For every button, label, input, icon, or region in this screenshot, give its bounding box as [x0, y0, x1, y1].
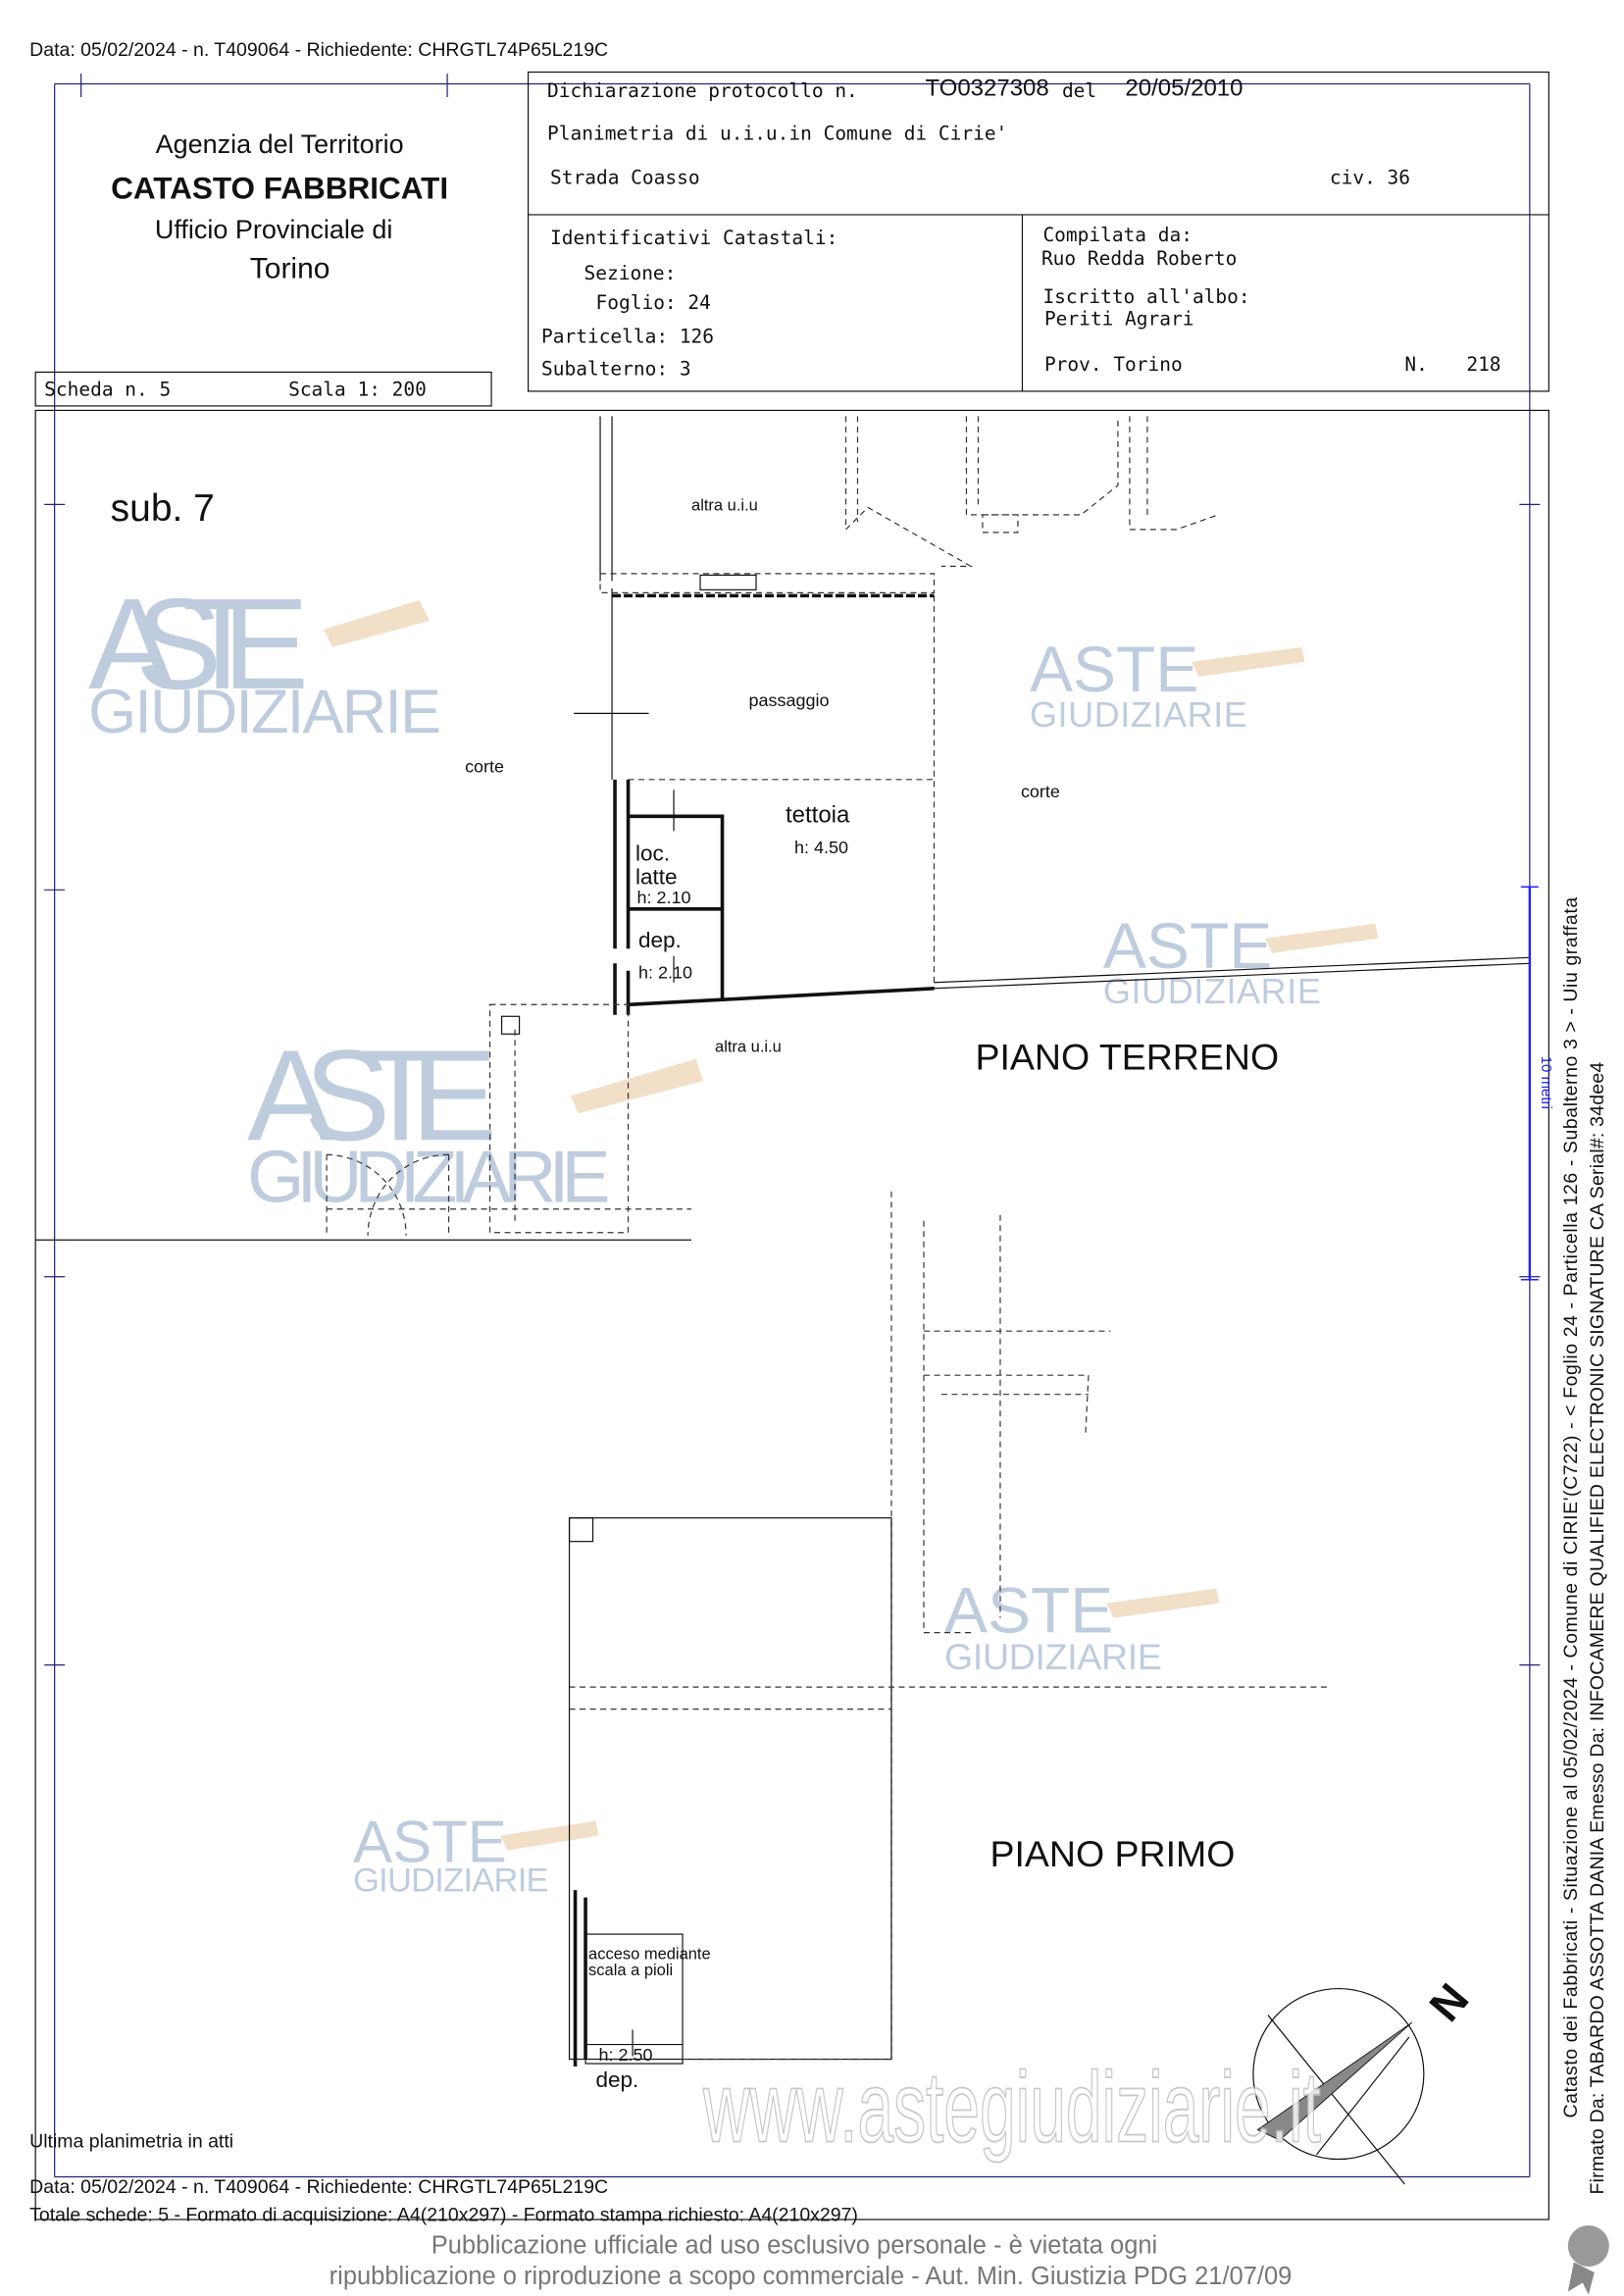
sezione: Sezione:: [584, 262, 677, 284]
foglio: Foglio: 24: [596, 291, 711, 314]
label-dep-ground: dep.: [638, 928, 682, 952]
footer-ultima: Ultima planimetria in atti: [29, 2131, 233, 2153]
svg-text:GIUDIZIARIE: GIUDIZIARIE: [1103, 971, 1321, 1011]
url-watermark: www.astegiudiziarie.it: [702, 2052, 1321, 2164]
catasto-title: CATASTO FABBRICATI: [111, 170, 448, 205]
n-value: 218: [1466, 353, 1500, 376]
svg-text:GIUDIZIARIE: GIUDIZIARIE: [353, 1862, 548, 1900]
n-label: N.: [1404, 353, 1427, 376]
publication-notice-2: ripubblicazione o riproduzione a scopo c…: [330, 2263, 1293, 2290]
label-loc: loc.: [635, 841, 670, 865]
scheda-number: Scheda n. 5: [44, 378, 171, 400]
albo: Periti Agrari: [1044, 307, 1194, 330]
drawing-frame: [34, 409, 1549, 2220]
scala: Scala 1: 200: [288, 378, 427, 400]
street: Strada Coasso: [550, 166, 700, 188]
protocollo-date: 20/05/2010: [1125, 75, 1243, 101]
north-label: N: [1420, 1974, 1479, 2031]
scheda-box: [34, 371, 492, 407]
seal-icon: [1567, 2225, 1609, 2295]
del-label: del: [1062, 79, 1096, 102]
compilata-name: Ruo Redda Roberto: [1041, 247, 1237, 270]
top-request-line: Data: 05/02/2024 - n. T409064 - Richiede…: [29, 39, 608, 61]
label-dep-ground-height: h: 2.10: [638, 962, 692, 982]
label-latte: latte: [635, 864, 678, 889]
label-tettoia: tettoia: [786, 801, 850, 828]
svg-text:ASTE: ASTE: [1030, 633, 1198, 705]
label-corte-left: corte: [465, 756, 504, 776]
civic-number: civ. 36: [1330, 166, 1410, 188]
label-corte-right: corte: [1021, 782, 1060, 801]
svg-text:GIUDIZIARIE: GIUDIZIARIE: [1030, 694, 1247, 735]
svg-text:ASTE: ASTE: [247, 1023, 497, 1167]
province: Prov. Torino: [1044, 353, 1183, 376]
svg-text:GIUDIZIARIE: GIUDIZIARIE: [944, 1636, 1162, 1677]
label-accesso-2: scala a pioli: [588, 1962, 673, 1979]
agency-name: Agenzia del Territorio: [156, 129, 404, 159]
svg-text:GIUDIZIARIE: GIUDIZIARIE: [88, 678, 441, 746]
compilata-label: Compilata da:: [1042, 224, 1193, 246]
label-altra-uiu-mid: altra u.i.u: [715, 1038, 782, 1055]
sub-label: sub. 7: [111, 487, 215, 530]
side-text-firma: Firmato Da: TABARDO ASSOTTA DANIA Emesso…: [1587, 1062, 1608, 2195]
label-latte-height: h: 2.10: [637, 888, 691, 907]
svg-text:GIUDIZIARIE: GIUDIZIARIE: [247, 1135, 610, 1217]
office-city: Torino: [250, 252, 330, 284]
header-box: [527, 71, 1549, 392]
scale-bar: 10 metri: [1520, 886, 1554, 1281]
particella: Particella: 126: [541, 325, 714, 347]
svg-text:ASTE: ASTE: [944, 1574, 1113, 1647]
protocollo-number: TO0327308: [925, 75, 1048, 101]
ground-floor-plan: [35, 416, 1530, 1241]
planimetria-text: Planimetria di u.i.u.in Comune di Cirie': [547, 122, 1007, 144]
scale-bar-label: 10 metri: [1538, 1056, 1554, 1109]
ufficio-label: Ufficio Provinciale di: [155, 215, 392, 244]
iscritto-label: Iscritto all'albo:: [1042, 285, 1249, 308]
label-dep-first: dep.: [596, 2067, 639, 2092]
dichiarazione-label: Dichiarazione protocollo n.: [547, 79, 858, 102]
svg-text:ASTE: ASTE: [88, 572, 309, 716]
label-passaggio: passaggio: [749, 690, 830, 710]
label-accesso-1: acceso mediante: [588, 1946, 711, 1964]
footer-data: Data: 05/02/2024 - n. T409064 - Richiede…: [29, 2176, 608, 2198]
first-floor-plan: [568, 1191, 1332, 2067]
label-dep-first-height: h: 2.50: [599, 2045, 653, 2065]
footer-totale: Totale schede: 5 - Formato di acquisizio…: [29, 2205, 858, 2226]
label-piano-terreno: PIANO TERRENO: [975, 1036, 1279, 1077]
label-tettoia-height: h: 4.50: [794, 838, 848, 857]
label-altra-uiu-top: altra u.i.u: [691, 496, 758, 514]
publication-notice-1: Pubblicazione ufficiale ad uso esclusivo…: [431, 2232, 1157, 2260]
side-text-situazione: Catasto dei Fabbricati - Situazione al 0…: [1560, 897, 1582, 2118]
svg-text:ASTE: ASTE: [353, 1810, 507, 1875]
identificativi-label: Identificativi Catastali:: [550, 227, 837, 249]
subalterno: Subalterno: 3: [541, 357, 691, 380]
label-piano-primo: PIANO PRIMO: [990, 1833, 1235, 1874]
